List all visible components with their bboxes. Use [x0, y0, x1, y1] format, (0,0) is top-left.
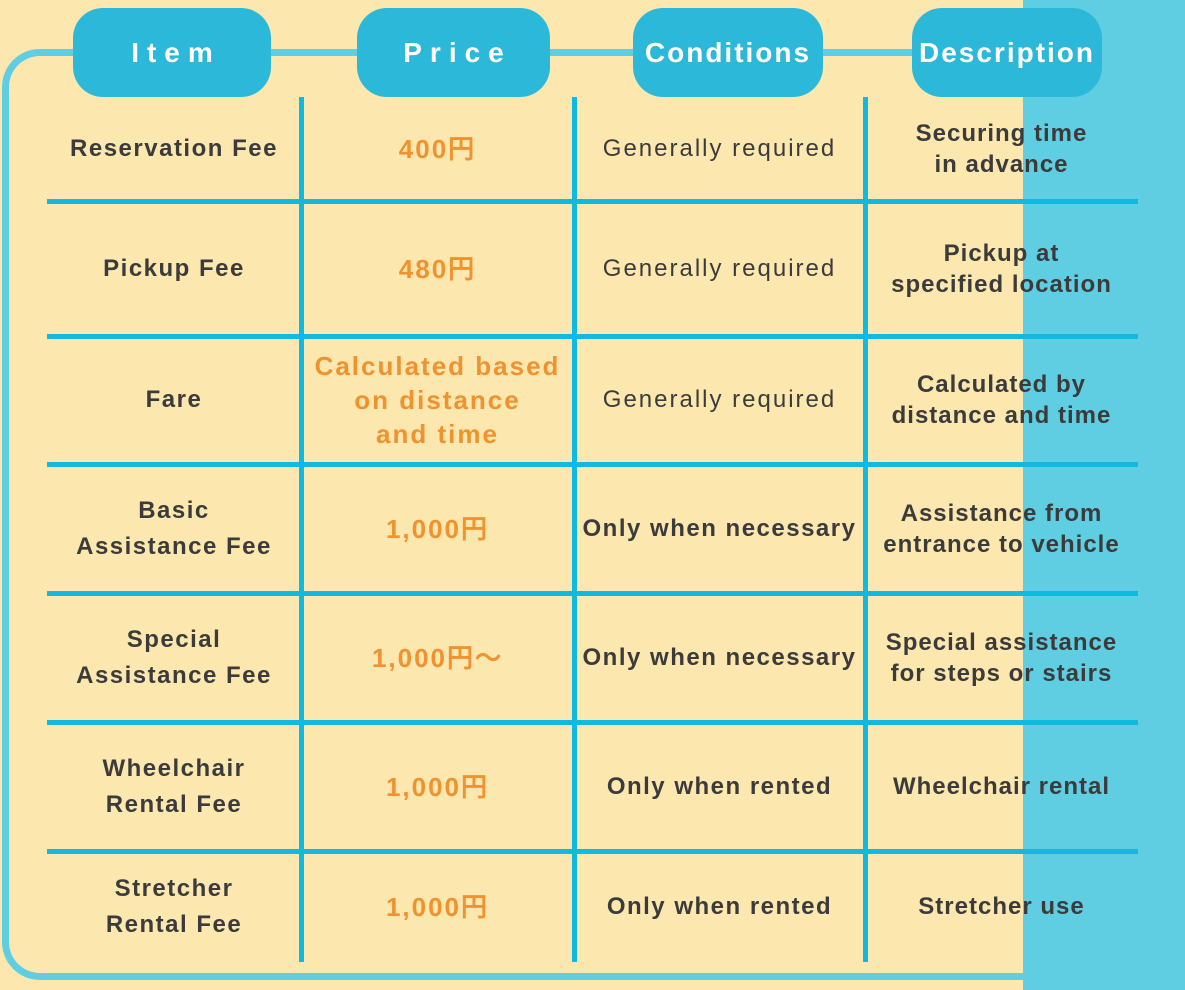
table-cell-conditions: Generally required — [602, 386, 837, 413]
column-divider-line — [299, 97, 304, 962]
table-cell-description: Assistance from entrance to vehicle — [883, 499, 1120, 558]
table-cell-description: Stretcher use — [918, 893, 1085, 920]
row-divider-line — [47, 334, 1138, 339]
table-cell-price: 480円 — [398, 253, 477, 284]
row-divider-line — [47, 720, 1138, 725]
column-header-price-label: Price — [403, 36, 512, 68]
table-cell-conditions: Generally required — [602, 135, 837, 162]
table-cell-item: Stretcher Rental Fee — [105, 874, 243, 938]
table-cell-price: 1,000円 — [385, 513, 490, 544]
column-divider-line — [572, 97, 577, 962]
row-divider-line — [47, 849, 1138, 854]
table-cell-price: 400円 — [398, 134, 477, 164]
fees-table: Reservation Fee 400円 Generally required … — [47, 97, 1138, 962]
column-header-price: Price — [357, 8, 550, 97]
column-header-item: Item — [73, 8, 271, 97]
table-cell-conditions: Only when rented — [606, 892, 833, 920]
table-cell-item: Pickup Fee — [103, 254, 245, 282]
table-cell-description: Special assistance for steps or stairs — [885, 628, 1118, 687]
table-cell-item: Fare — [145, 386, 203, 413]
table-cell-conditions: Only when necessary — [582, 514, 857, 542]
column-header-conditions: Conditions — [633, 8, 823, 97]
table-cell-conditions: Generally required — [602, 254, 837, 282]
table-cell-price: 1,000円～ — [371, 642, 504, 673]
row-divider-line — [47, 591, 1138, 596]
row-divider-line — [47, 462, 1138, 467]
table-cell-price: 1,000円 — [385, 891, 490, 922]
right-accent-stripe — [1023, 0, 1185, 990]
rounded-frame-border — [2, 49, 1185, 980]
table-cell-conditions: Only when rented — [606, 772, 833, 800]
table-cell-item: Wheelchair Rental Fee — [102, 754, 246, 818]
row-divider-line — [47, 199, 1138, 204]
table-cell-description: Wheelchair rental — [892, 773, 1111, 800]
column-header-conditions-label: Conditions — [644, 36, 812, 68]
table-cell-price: Calculated based on distance and time — [314, 351, 561, 449]
column-header-item-label: Item — [131, 36, 221, 68]
table-cell-price: 1,000円 — [385, 771, 490, 802]
column-header-description: Description — [912, 8, 1102, 97]
table-cell-item: Special Assistance Fee — [76, 625, 272, 689]
table-cell-description: Calculated by distance and time — [891, 371, 1112, 429]
table-cell-description: Securing time in advance — [915, 120, 1088, 178]
table-cell-description: Pickup at specified location — [891, 239, 1112, 298]
column-header-description-label: Description — [918, 36, 1096, 68]
table-cell-conditions: Only when necessary — [582, 643, 857, 671]
table-cell-item: Reservation Fee — [70, 135, 278, 162]
column-divider-line — [863, 97, 868, 962]
table-cell-item: Basic Assistance Fee — [76, 496, 272, 560]
